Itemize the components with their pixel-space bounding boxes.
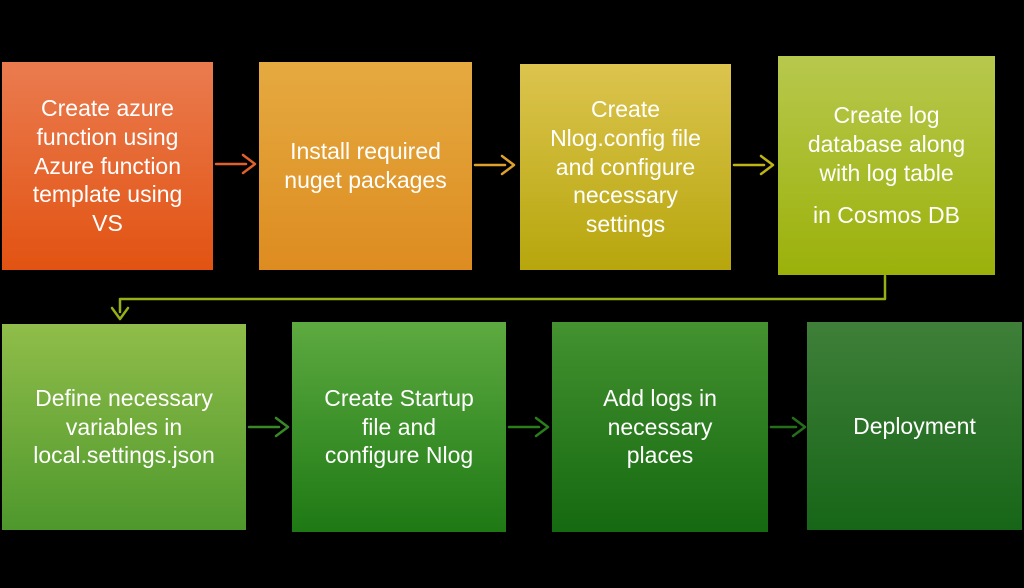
step-label: Create Nlog.config file and configure ne… [550, 95, 701, 238]
step-add-logs: Add logs in necessary places [552, 322, 768, 532]
step-label: Create log database along with log table [807, 101, 966, 186]
arrow-step5-to-step6 [247, 416, 290, 438]
step-create-log-database: Create log database along with log table… [778, 56, 995, 275]
step-label: Install required nuget packages [284, 138, 447, 193]
step-define-variables: Define necessary variables in local.sett… [2, 324, 246, 530]
step-create-nlog-config: Create Nlog.config file and configure ne… [520, 64, 731, 270]
step-label: Define necessary variables in local.sett… [33, 384, 215, 469]
step-label: Create azure function using Azure functi… [32, 94, 183, 237]
arrow-step1-to-step2 [214, 153, 257, 175]
arrow-step7-to-step8 [769, 416, 807, 438]
step-install-nuget-packages: Install required nuget packages [259, 62, 472, 270]
step-create-startup-file: Create Startup file and configure Nlog [292, 322, 506, 532]
step-create-azure-function: Create azure function using Azure functi… [2, 62, 213, 270]
step-deployment: Deployment [807, 322, 1022, 530]
arrow-step3-to-step4 [732, 154, 775, 176]
step-label-secondary: in Cosmos DB [813, 202, 960, 229]
elbow-arrow-step4-to-step5 [110, 274, 887, 321]
step-label: Deployment [853, 412, 976, 439]
arrow-step6-to-step7 [507, 416, 550, 438]
step-label: Create Startup file and configure Nlog [324, 384, 474, 469]
step-label: Add logs in necessary places [603, 384, 717, 469]
arrow-step2-to-step3 [473, 154, 516, 176]
